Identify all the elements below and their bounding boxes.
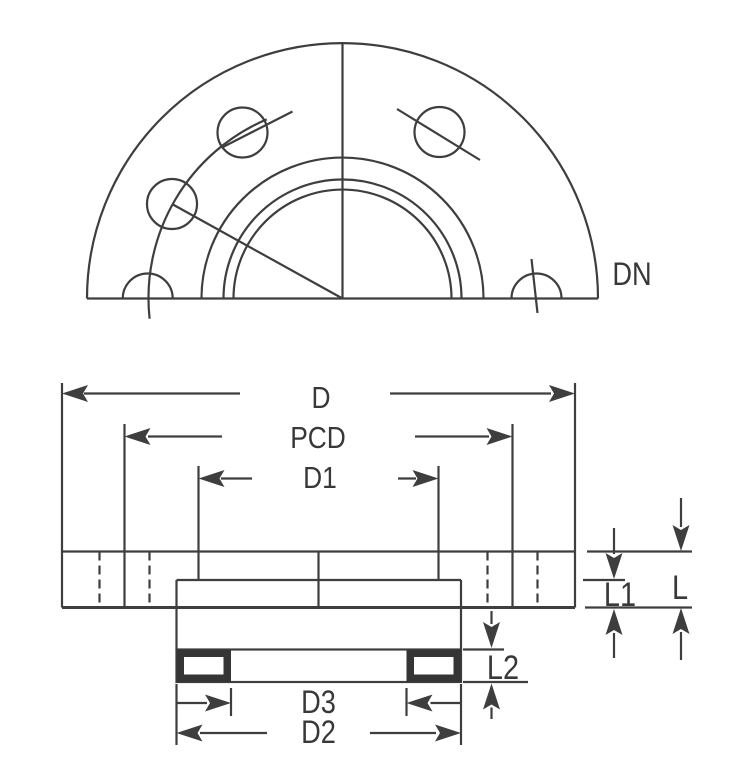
dn-label: DN (612, 257, 651, 293)
bolt-hole-top-left (216, 106, 269, 159)
dimension-d: D (60, 381, 577, 552)
d-arrow-left (62, 385, 88, 402)
d1-label: D1 (303, 461, 337, 495)
d3-arrow-right (406, 694, 433, 712)
o-ring-left-window (184, 657, 224, 675)
d1-arrow-left (198, 470, 225, 487)
pcd-radius-line (171, 203, 344, 300)
l-arrow-down (672, 525, 690, 551)
raised-face-arc (200, 156, 485, 299)
d-label: D (311, 381, 330, 415)
dimension-d2: D2 (175, 684, 463, 751)
d2-arrow-left (176, 724, 203, 742)
pcd-arrow-right (486, 428, 513, 445)
l1-label: L1 (604, 575, 636, 614)
l1-arrow-down (605, 553, 623, 579)
pcd-label: PCD (290, 421, 346, 455)
dimension-d1: D1 (197, 461, 440, 552)
o-ring-right-window (414, 657, 454, 675)
dimension-d3: D3 (177, 685, 460, 721)
bolt-hole-bottom-right (510, 272, 563, 299)
dimension-l1: L1 (583, 528, 636, 658)
bolt-hole-mark-bottom-right (530, 258, 539, 314)
bolt-hole-left (145, 177, 199, 231)
bolt-hole-mark-top-right (396, 108, 481, 161)
bolt-circle-arc (147, 118, 268, 319)
section-view (60, 550, 577, 650)
bore-arc (232, 188, 453, 299)
l-label: L (672, 568, 688, 607)
bolt-hole-top-right (413, 105, 466, 159)
l1-arrow-up (605, 609, 623, 635)
l-arrow-up (672, 608, 690, 634)
d2-label: D2 (301, 715, 336, 751)
dimension-l2: L2 (463, 611, 528, 719)
l2-arrow-up (483, 683, 500, 710)
bolt-hole-mark-top-left (221, 110, 294, 149)
dimension-pcd: PCD (123, 421, 514, 608)
d-arrow-right (549, 385, 575, 402)
d1-arrow-right (412, 470, 439, 487)
front-view: DN (85, 41, 652, 319)
l2-arrow-down (483, 622, 500, 648)
bolt-hole-bottom-left (121, 272, 174, 299)
l2-label: L2 (487, 648, 519, 687)
d3-label: D3 (301, 685, 336, 721)
chamfer-arc (222, 178, 463, 299)
dimension-l: L (585, 498, 692, 660)
pcd-arrow-left (124, 428, 151, 445)
d2-arrow-right (435, 724, 461, 742)
d3-arrow-left (205, 694, 231, 712)
gasket-section (175, 648, 463, 684)
